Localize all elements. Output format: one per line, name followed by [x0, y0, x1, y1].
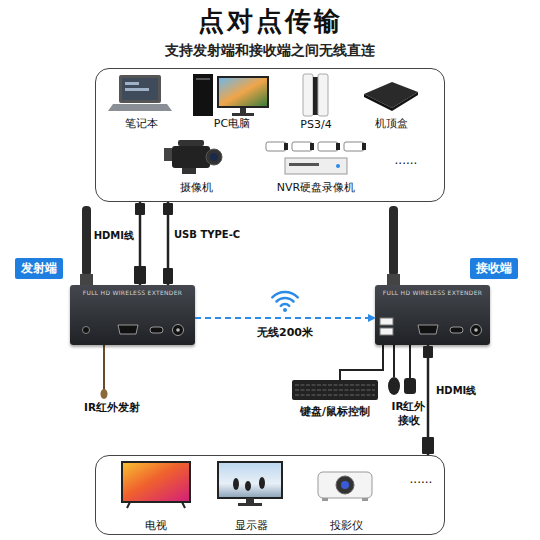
end-tag: 发射端	[15, 258, 63, 279]
device-label: PC电脑	[191, 116, 273, 131]
device-label: 电视	[116, 518, 196, 533]
part-label: 键盘/鼠标控制	[290, 405, 380, 419]
device-label: PS3/4	[286, 118, 346, 131]
source-device: 机顶盒	[356, 73, 426, 131]
display-device: 投影仪	[306, 461, 386, 533]
transmitter-ports	[83, 325, 184, 336]
source-device: NVR硬盘录像机	[256, 137, 376, 195]
ir-receiver	[404, 345, 416, 394]
source-device: 摄像机	[161, 137, 231, 195]
receiver-ports	[380, 318, 482, 336]
camcorder-icon	[164, 140, 222, 174]
connector-label: 无线200米	[240, 325, 330, 340]
diagram-title: 点对点传输	[0, 4, 540, 39]
device-label: 机顶盒	[356, 116, 426, 131]
source-device: PS3/4	[286, 73, 346, 131]
cable-connector	[167, 202, 170, 285]
ir-emitter	[101, 345, 108, 399]
source-device: 笔记本	[106, 73, 176, 131]
subtitle: 支持发射端和接收端之间无线直连	[0, 42, 540, 60]
antenna	[80, 206, 400, 286]
display-device: 显示器	[211, 461, 291, 533]
keyboard-mouse	[292, 345, 400, 400]
display-panel: ...... 电视显示器投影仪	[95, 455, 445, 535]
display-device: 电视	[116, 461, 196, 533]
device-label: 投影仪	[306, 518, 386, 533]
device-label: 显示器	[211, 518, 291, 533]
cable-connector	[427, 345, 430, 455]
model-text: FULL HD WIRELESS EXTENDER	[375, 289, 490, 296]
transmitter-unit: 发射端FULL HD WIRELESS EXTENDER	[70, 285, 195, 345]
wifi-symbol	[272, 292, 297, 312]
panel-text: ......	[381, 153, 431, 167]
device-label: NVR硬盘录像机	[256, 180, 376, 195]
set-top-box-icon	[364, 82, 418, 111]
console-icon	[303, 74, 328, 116]
connector-label: HDMI线	[436, 384, 496, 398]
receiver-unit: 接收端FULL HD WIRELESS EXTENDER	[375, 285, 490, 345]
model-text: FULL HD WIRELESS EXTENDER	[70, 289, 195, 296]
part-label: IR红外接收	[390, 400, 427, 428]
nvr-icon	[266, 142, 366, 174]
source-device: PC电脑	[191, 73, 273, 131]
tv-icon	[122, 462, 190, 508]
device-label: 摄像机	[161, 180, 231, 195]
pc-icon	[193, 74, 269, 116]
device-label: 笔记本	[106, 116, 176, 131]
cable-plugs	[134, 203, 434, 454]
laptop-icon	[108, 75, 172, 111]
panel-text: ......	[396, 472, 446, 486]
monitor-icon	[218, 462, 282, 506]
part-label: IR红外发射	[72, 401, 152, 415]
connector-label: USB TYPE-C	[174, 229, 254, 240]
end-tag: 接收端	[470, 258, 518, 279]
connector-label: HDMI线	[70, 229, 134, 243]
cable-connector	[139, 202, 142, 285]
wireless-link	[195, 317, 375, 319]
source-panel: ...... 笔记本 PC电脑 PS3/4 机顶盒摄像机 NVR硬盘录像机	[95, 68, 445, 202]
projector-icon	[318, 472, 372, 501]
